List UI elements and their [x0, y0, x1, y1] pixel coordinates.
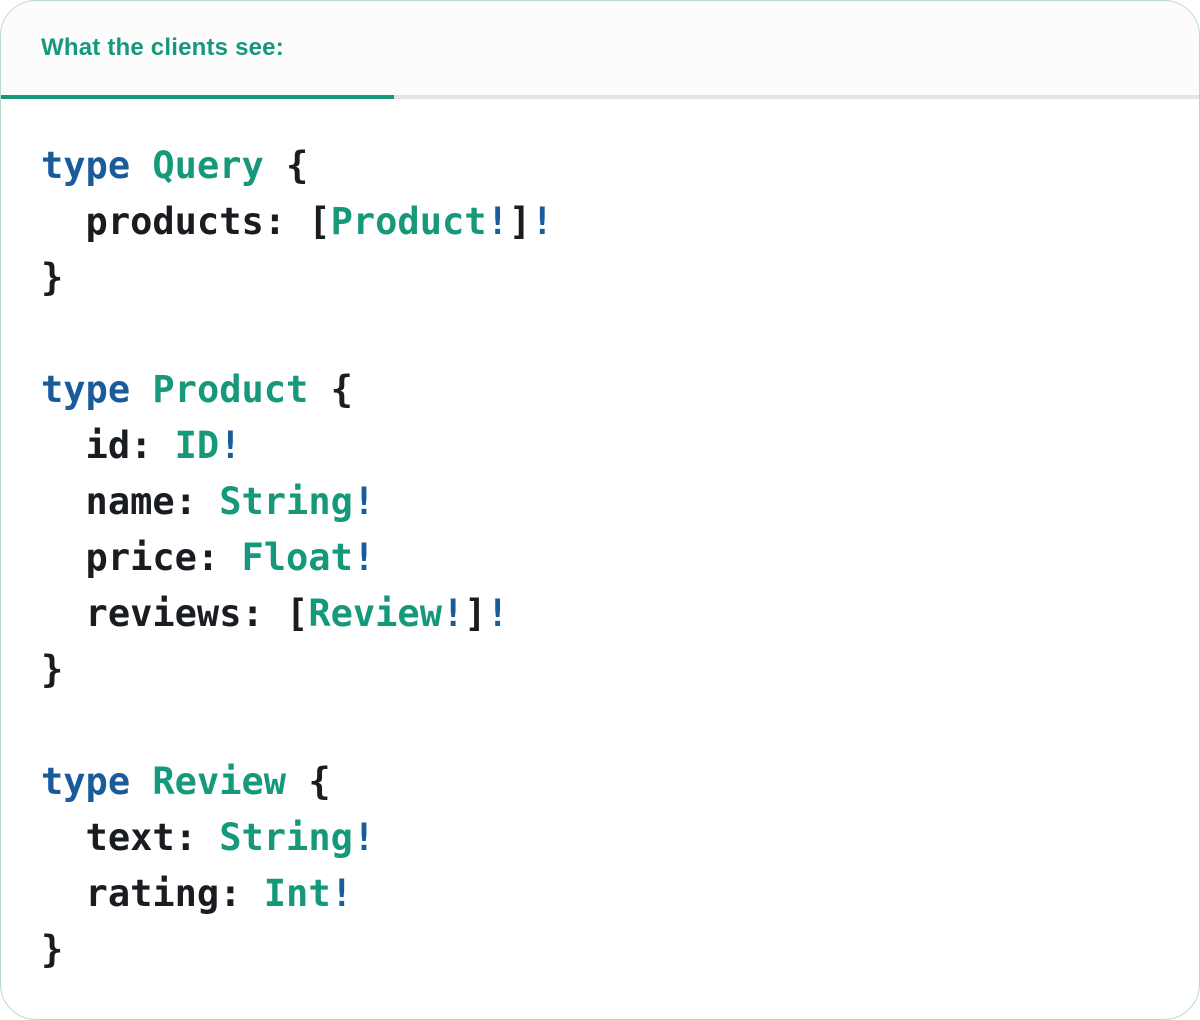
code-token-bang: ! — [352, 480, 376, 523]
code-line: price: Float! — [41, 530, 1159, 586]
code-token-bang: ! — [486, 200, 509, 243]
code-token-type: Int — [263, 872, 331, 915]
code-line: } — [41, 250, 1159, 306]
code-token-plain — [130, 368, 152, 411]
code-token-plain: { — [308, 368, 353, 411]
tab-divider — [1, 95, 1199, 99]
code-token-type: Product — [152, 368, 309, 411]
code-token-bang: ! — [330, 872, 353, 915]
code-token-plain: rating: — [41, 872, 264, 915]
code-token-plain: price: — [41, 536, 242, 579]
code-token-bang: ! — [441, 592, 465, 635]
code-token-plain: text: — [41, 816, 220, 859]
code-token-type: ID — [174, 424, 220, 467]
code-token-plain: } — [41, 256, 64, 299]
code-token-plain — [130, 144, 152, 187]
tab-bar: What the clients see: — [1, 1, 1199, 99]
code-line: id: ID! — [41, 418, 1159, 474]
code-token-plain: ] — [464, 592, 487, 635]
code-line: name: String! — [41, 474, 1159, 530]
code-token-type: Review — [308, 592, 442, 635]
code-token-type: Review — [152, 760, 287, 803]
code-token-plain — [130, 760, 152, 803]
tab-clients-view[interactable]: What the clients see: — [1, 1, 1199, 95]
tab-label: What the clients see: — [41, 34, 284, 61]
code-token-bang: ! — [486, 592, 509, 635]
code-token-keyword: type — [41, 368, 131, 411]
code-token-type: Query — [152, 144, 264, 187]
code-token-type: Float — [241, 536, 353, 579]
code-line: } — [41, 922, 1159, 978]
code-token-plain: { — [286, 760, 331, 803]
code-line: type Product { — [41, 362, 1159, 418]
code-token-type: String — [219, 480, 353, 523]
code-line: } — [41, 642, 1159, 698]
code-line — [41, 306, 1159, 362]
code-token-plain: name: — [41, 480, 220, 523]
code-token-bang: ! — [352, 536, 376, 579]
code-line: products: [Product!]! — [41, 194, 1159, 250]
code-token-plain: { — [263, 144, 309, 187]
code-token-plain: products: [ — [41, 200, 331, 243]
code-token-bang: ! — [219, 424, 242, 467]
code-token-type: Product — [330, 200, 487, 243]
code-token-keyword: type — [41, 144, 131, 187]
code-line: type Query { — [41, 138, 1159, 194]
graphql-schema-code: type Query { products: [Product!]!}type … — [1, 99, 1199, 978]
active-tab-indicator — [1, 95, 394, 99]
code-token-keyword: type — [41, 760, 131, 803]
code-line: type Review { — [41, 754, 1159, 810]
code-token-bang: ! — [531, 200, 554, 243]
code-token-type: String — [219, 816, 353, 859]
code-token-plain: ] — [508, 200, 532, 243]
code-line — [41, 698, 1159, 754]
code-line: reviews: [Review!]! — [41, 586, 1159, 642]
code-token-plain: } — [41, 928, 64, 971]
code-token-bang: ! — [352, 816, 376, 859]
code-token-plain: } — [41, 648, 64, 691]
code-token-plain: reviews: [ — [41, 592, 309, 635]
code-line: text: String! — [41, 810, 1159, 866]
code-line: rating: Int! — [41, 866, 1159, 922]
code-token-plain: id: — [41, 424, 175, 467]
